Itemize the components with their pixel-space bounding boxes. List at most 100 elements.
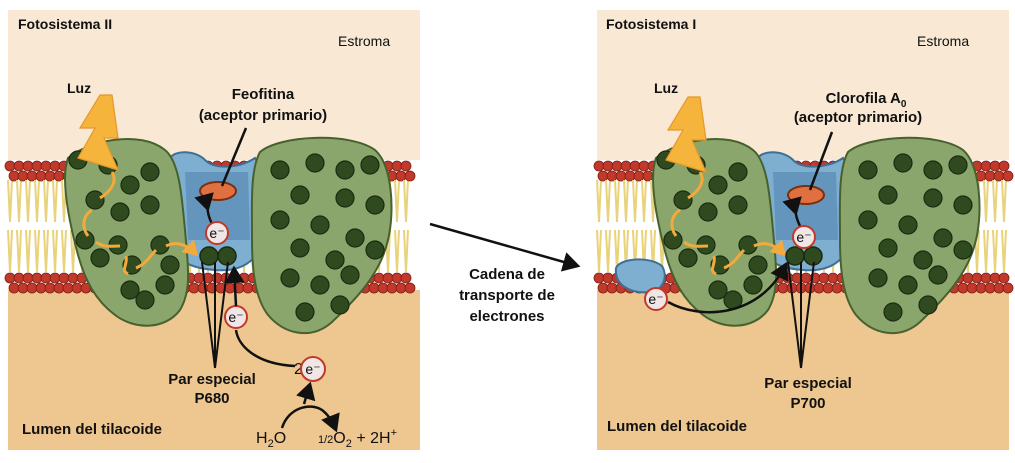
chlorophyll-pigment bbox=[120, 280, 140, 300]
lipid-head bbox=[800, 272, 812, 284]
chlorophyll-pigment bbox=[365, 240, 385, 260]
chlorophyll-pigment bbox=[325, 250, 345, 270]
lipid-tail bbox=[1003, 179, 1007, 223]
lipid-tail bbox=[598, 229, 602, 273]
electron-token-excited: e⁻ bbox=[792, 225, 816, 249]
lipid-head bbox=[53, 170, 65, 182]
water-formula: H2O bbox=[256, 430, 286, 450]
lipid-head bbox=[606, 170, 618, 182]
chlorophyll-pigment bbox=[898, 215, 918, 235]
protein-left-subunit bbox=[64, 138, 190, 327]
transport-label-line3: electrones bbox=[469, 308, 544, 325]
lipid-tail bbox=[985, 179, 989, 223]
lipid-head bbox=[26, 282, 38, 294]
chlorophyll-pigment bbox=[708, 280, 728, 300]
panel-title: Fotosistema II bbox=[18, 16, 112, 32]
lipid-head bbox=[373, 272, 385, 284]
lipid-head bbox=[611, 160, 623, 172]
lipid-tail bbox=[607, 179, 611, 223]
products-formula: 1/2O2 + 2H+ bbox=[318, 427, 397, 450]
lipid-tail bbox=[9, 229, 13, 273]
chlorophyll-pigment bbox=[270, 160, 290, 180]
pheophytin-acceptor bbox=[199, 181, 237, 201]
chlorophyll-pigment bbox=[330, 295, 350, 315]
chlorophyll-pigment bbox=[698, 202, 718, 222]
lipid-head bbox=[624, 170, 636, 182]
acceptor-exit-line bbox=[220, 127, 248, 187]
electron-token-excited: e⁻ bbox=[205, 221, 229, 245]
lipid-head bbox=[391, 160, 403, 172]
chlorophyll-pigment bbox=[270, 210, 290, 230]
lipid-head bbox=[1002, 170, 1014, 182]
light-bolt-icon bbox=[77, 94, 120, 171]
lipid-tail bbox=[27, 229, 31, 273]
chlorophyll-pigment bbox=[340, 265, 360, 285]
chlorophyll-pigment bbox=[858, 160, 878, 180]
lipid-head bbox=[368, 282, 380, 294]
protein-left-subunit bbox=[652, 138, 778, 327]
lipid-head bbox=[49, 160, 61, 172]
panel-photosystem-ii: e⁻ e⁻ 2 e⁻ Fotosistema II Estroma Luz Fe… bbox=[4, 10, 420, 450]
lipid-head bbox=[975, 282, 987, 294]
lipid-head bbox=[602, 160, 614, 172]
chlorophyll-pigment bbox=[708, 175, 728, 195]
lipid-head bbox=[193, 272, 205, 284]
chlorophyll-pigment bbox=[335, 160, 355, 180]
lipid-head bbox=[44, 170, 56, 182]
electron-path-to-p700 bbox=[667, 261, 789, 314]
lipid-head bbox=[238, 272, 250, 284]
lipid-head bbox=[22, 272, 34, 284]
lipid-head bbox=[971, 272, 983, 284]
special-pair-label: Par especial bbox=[168, 371, 256, 388]
lipid-tail bbox=[45, 229, 49, 273]
lipid-tail bbox=[36, 179, 40, 223]
acceptor-exit-line bbox=[808, 131, 834, 191]
lipid-head bbox=[593, 160, 605, 172]
lipid-tail bbox=[976, 229, 980, 273]
lipid-head bbox=[40, 272, 52, 284]
chlorophyll-pigment bbox=[748, 255, 768, 275]
chlorophyll-pigment bbox=[923, 188, 943, 208]
lipid-head bbox=[395, 282, 407, 294]
chlorophyll-pigment bbox=[310, 215, 330, 235]
lumen-label: Lumen del tilacoide bbox=[22, 421, 162, 438]
chlorophyll-pigment bbox=[728, 162, 748, 182]
svg-text:e⁻: e⁻ bbox=[228, 309, 243, 325]
chlorophyll-pigment bbox=[858, 210, 878, 230]
lipid-head bbox=[40, 160, 52, 172]
lipid-tail bbox=[607, 229, 611, 273]
lipid-tail bbox=[27, 179, 31, 223]
chlorophyll-pigment bbox=[295, 302, 315, 322]
lipid-tail bbox=[1003, 229, 1007, 273]
lipid-tail bbox=[994, 229, 998, 273]
lipid-tail bbox=[9, 179, 13, 223]
lipid-head bbox=[966, 282, 978, 294]
lipid-head bbox=[211, 272, 223, 284]
chlorophyll-pigment bbox=[948, 155, 968, 175]
energy-transfer-arrows bbox=[670, 171, 784, 276]
lipid-tail bbox=[643, 179, 647, 223]
light-label: Luz bbox=[67, 80, 91, 96]
transport-chain-arrow bbox=[429, 222, 581, 272]
electron-path-from-water bbox=[234, 329, 296, 368]
stroma-label: Estroma bbox=[338, 33, 390, 49]
lipid-head bbox=[4, 160, 16, 172]
lipid-head bbox=[58, 272, 70, 284]
lipid-head bbox=[404, 170, 416, 182]
lipid-head bbox=[382, 272, 394, 284]
chlorophyll-pigment bbox=[140, 162, 160, 182]
lipid-head bbox=[400, 272, 412, 284]
lipid-head bbox=[17, 170, 29, 182]
lipid-head bbox=[4, 272, 16, 284]
lipid-head bbox=[62, 282, 74, 294]
chlorophyll-pigment bbox=[85, 190, 105, 210]
chlorophyll-pigment bbox=[135, 290, 155, 310]
lipid-head bbox=[962, 272, 974, 284]
chlorophyll-pigment bbox=[953, 195, 973, 215]
chlorophyll-pigment bbox=[898, 275, 918, 295]
lumen-label: Lumen del tilacoide bbox=[607, 418, 747, 435]
chlorophyll-pigment bbox=[868, 268, 888, 288]
lipid-head bbox=[17, 282, 29, 294]
energy-transfer-arrows bbox=[82, 171, 196, 276]
chlorophyll-pigment bbox=[913, 250, 933, 270]
